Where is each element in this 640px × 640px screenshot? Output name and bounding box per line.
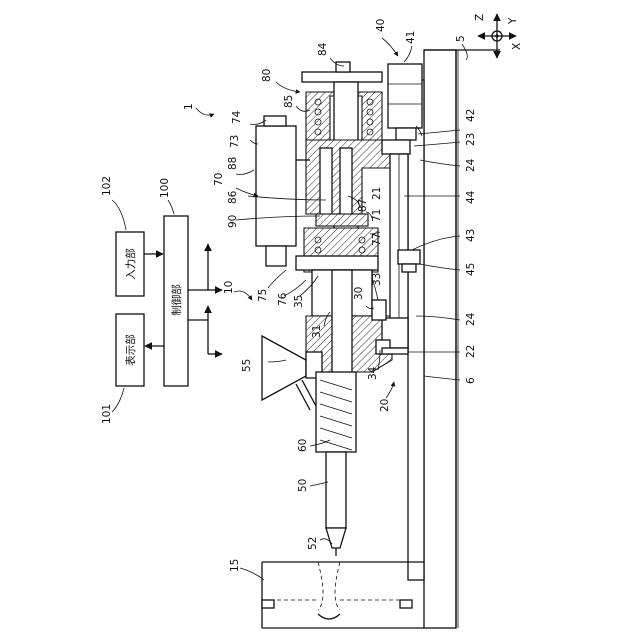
ref-20: 20: [379, 399, 391, 412]
axis-z-label: Z: [474, 14, 486, 21]
ref-86: 86: [227, 190, 239, 204]
display-unit-label: 表示部: [124, 334, 137, 366]
ref-31: 31: [311, 325, 323, 338]
ref-80: 80: [261, 69, 273, 82]
ref-15: 15: [229, 559, 241, 572]
ref-88: 88: [227, 157, 239, 170]
axis-indicator: Z Y X: [474, 14, 523, 58]
ref-5: 5: [455, 35, 467, 42]
control-unit-label: 制御部: [170, 284, 183, 316]
axis-y-label: Y: [507, 17, 519, 25]
ref-90: 90: [227, 215, 239, 228]
ref-1: 1: [183, 103, 195, 110]
ref-40: 40: [375, 19, 387, 32]
ref-35: 35: [293, 295, 305, 308]
ref-84: 84: [317, 42, 329, 56]
ref-41: 41: [405, 31, 417, 44]
ref-24-lower: 24: [465, 312, 477, 326]
mold-unit: [262, 562, 424, 628]
ref-6: 6: [465, 377, 477, 384]
ref-30: 30: [353, 287, 365, 300]
ref-75: 75: [257, 289, 269, 302]
ref-33: 33: [371, 273, 383, 286]
ref-24-upper: 24: [465, 158, 477, 172]
ref-60: 60: [297, 439, 309, 452]
ref-44: 44: [465, 190, 477, 204]
ref-42: 42: [465, 109, 477, 122]
ref-22: 22: [465, 345, 477, 358]
ref-43: 43: [465, 229, 477, 242]
ref-10: 10: [223, 281, 235, 294]
ref-71: 71: [371, 209, 383, 222]
ref-77: 77: [371, 233, 383, 246]
ref-34: 34: [367, 366, 379, 380]
ref-85: 85: [283, 95, 295, 108]
ref-52: 52: [307, 537, 319, 550]
base-frame: [408, 50, 500, 628]
ref-87: 87: [357, 199, 369, 212]
ref-45: 45: [465, 263, 477, 276]
input-unit-label: 入力部: [124, 248, 137, 280]
ref-21: 21: [371, 187, 383, 200]
ref-102: 102: [101, 176, 113, 196]
ref-23: 23: [465, 133, 477, 146]
ref-101: 101: [101, 404, 113, 424]
control-block-diagram: 入力部 制御部 表示部: [116, 216, 222, 386]
ref-73: 73: [229, 135, 241, 148]
axis-x-label: X: [511, 43, 523, 50]
ref-74: 74: [231, 110, 243, 124]
ref-55: 55: [241, 359, 253, 372]
ref-70: 70: [213, 173, 225, 186]
ref-100: 100: [159, 178, 171, 198]
ref-76: 76: [277, 292, 289, 306]
ref-50: 50: [297, 479, 309, 492]
